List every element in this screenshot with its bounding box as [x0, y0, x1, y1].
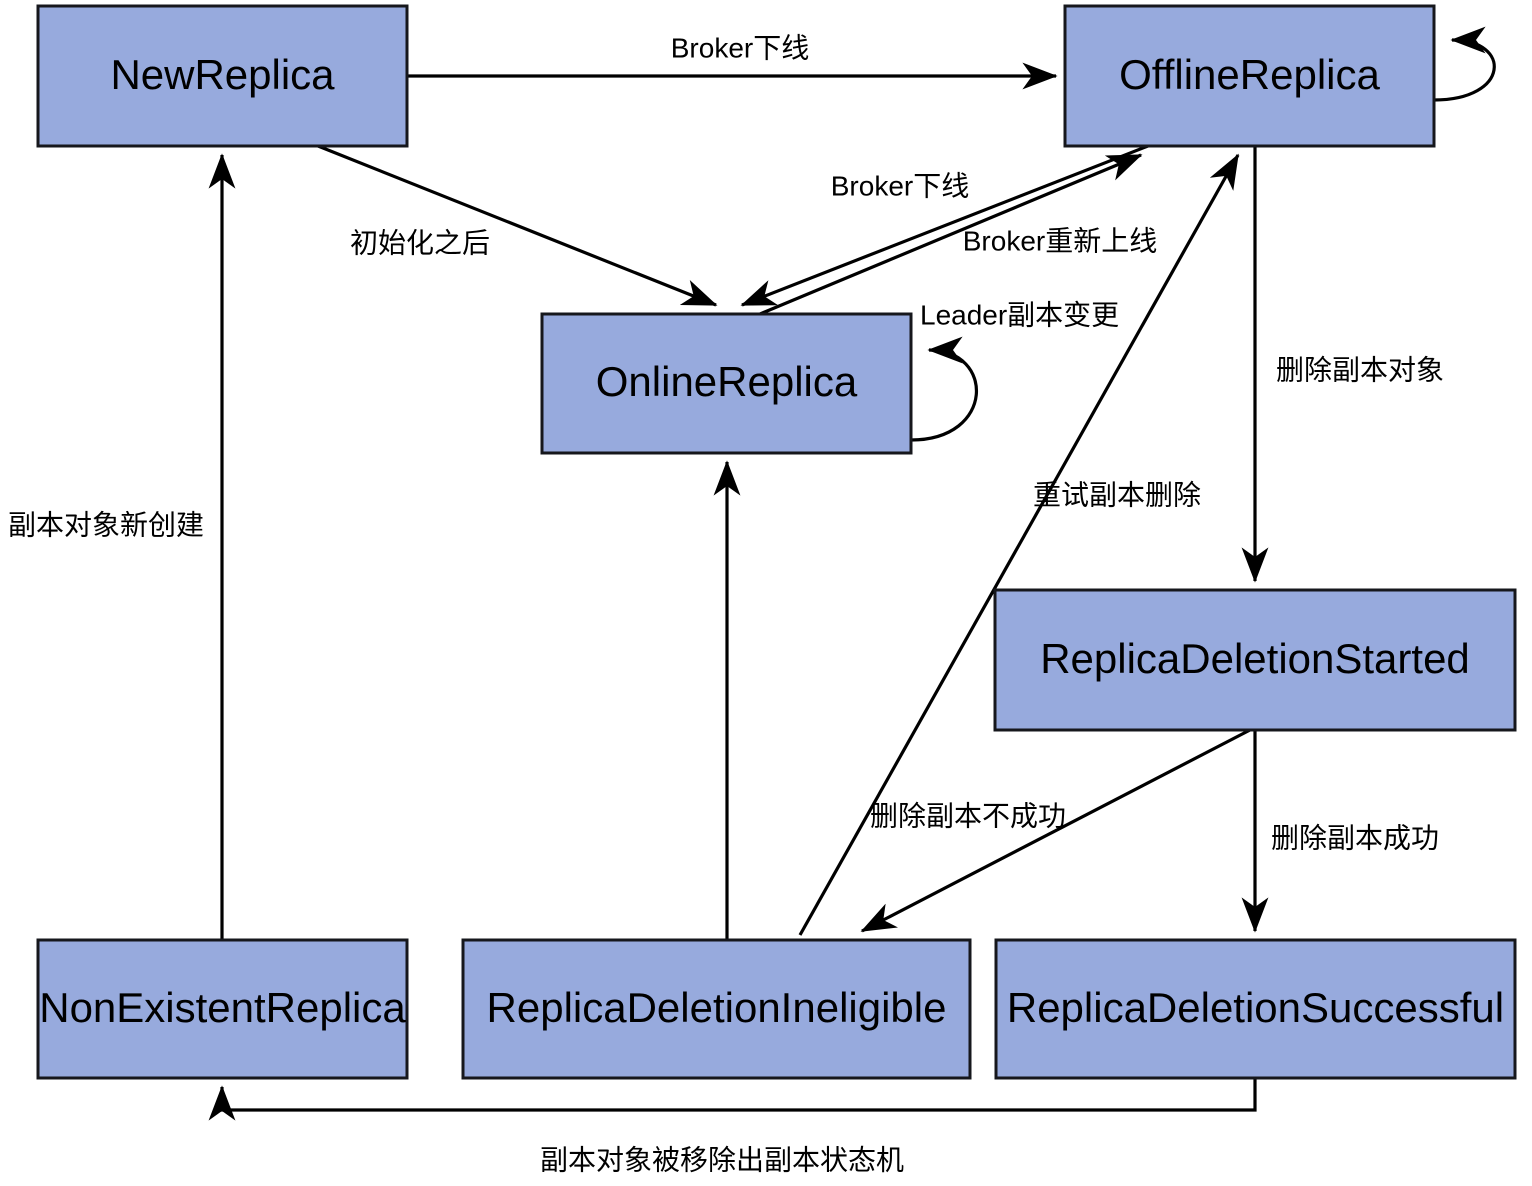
edge-label-broker-offline-mid: Broker下线 — [831, 170, 969, 201]
node-offline-replica[interactable]: OfflineReplica — [1063, 4, 1436, 148]
edge-offline-to-deletion-started: 删除副本对象 — [1241, 146, 1444, 583]
edge-label-delete-replica-object: 删除副本对象 — [1276, 354, 1444, 385]
edge-ineligible-to-offline: 重试副本删除 — [798, 153, 1240, 936]
edge-label-delete-replica-success: 删除副本成功 — [1271, 822, 1439, 853]
node-label-offline-replica: OfflineReplica — [1119, 51, 1380, 98]
node-online-replica[interactable]: OnlineReplica — [540, 312, 913, 455]
node-label-online-replica: OnlineReplica — [596, 358, 858, 405]
edge-successful-to-nonexistent: 副本对象被移除出副本状态机 — [208, 1078, 1257, 1175]
node-label-new-replica: NewReplica — [110, 51, 335, 98]
node-new-replica[interactable]: NewReplica — [36, 4, 409, 148]
node-label-replica-deletion-successful: ReplicaDeletionSuccessful — [1007, 984, 1504, 1031]
edge-new-to-online: 初始化之后 — [317, 144, 718, 307]
edge-label-delete-replica-failed: 删除副本不成功 — [870, 800, 1066, 831]
edge-nonexistent-to-new: 副本对象新创建 — [8, 153, 236, 940]
edge-new-to-offline: Broker下线 — [407, 32, 1058, 90]
node-replica-deletion-ineligible[interactable]: ReplicaDeletionIneligible — [461, 938, 972, 1080]
edge-deletion-started-to-successful: 删除副本成功 — [1241, 730, 1439, 933]
node-label-non-existent-replica: NonExistentReplica — [39, 984, 406, 1031]
edge-label-after-init: 初始化之后 — [350, 227, 490, 258]
edge-offline-self-loop — [1433, 26, 1496, 102]
edge-online-to-offline: Broker下线 — [759, 153, 1143, 316]
edge-label-leader-replica-change: Leader副本变更 — [920, 299, 1119, 330]
edge-label-replica-object-created: 副本对象新创建 — [8, 509, 204, 540]
node-replica-deletion-successful[interactable]: ReplicaDeletionSuccessful — [994, 938, 1517, 1080]
edge-offline-to-online: Broker重新上线 — [740, 144, 1157, 307]
node-label-replica-deletion-ineligible: ReplicaDeletionIneligible — [487, 984, 947, 1031]
edge-deletion-started-to-ineligible: 删除副本不成功 — [860, 728, 1251, 933]
node-non-existent-replica[interactable]: NonExistentReplica — [36, 938, 409, 1080]
edge-label-broker-back-online: Broker重新上线 — [963, 225, 1157, 256]
node-label-replica-deletion-started: ReplicaDeletionStarted — [1040, 635, 1470, 682]
edge-label-removed-from-state-machine: 副本对象被移除出副本状态机 — [540, 1144, 904, 1175]
edge-online-self-loop: Leader副本变更 — [910, 299, 1119, 442]
edge-label-retry-replica-deletion: 重试副本删除 — [1033, 479, 1201, 510]
edge-label-broker-offline-top: Broker下线 — [671, 32, 809, 63]
node-replica-deletion-started[interactable]: ReplicaDeletionStarted — [993, 588, 1517, 732]
